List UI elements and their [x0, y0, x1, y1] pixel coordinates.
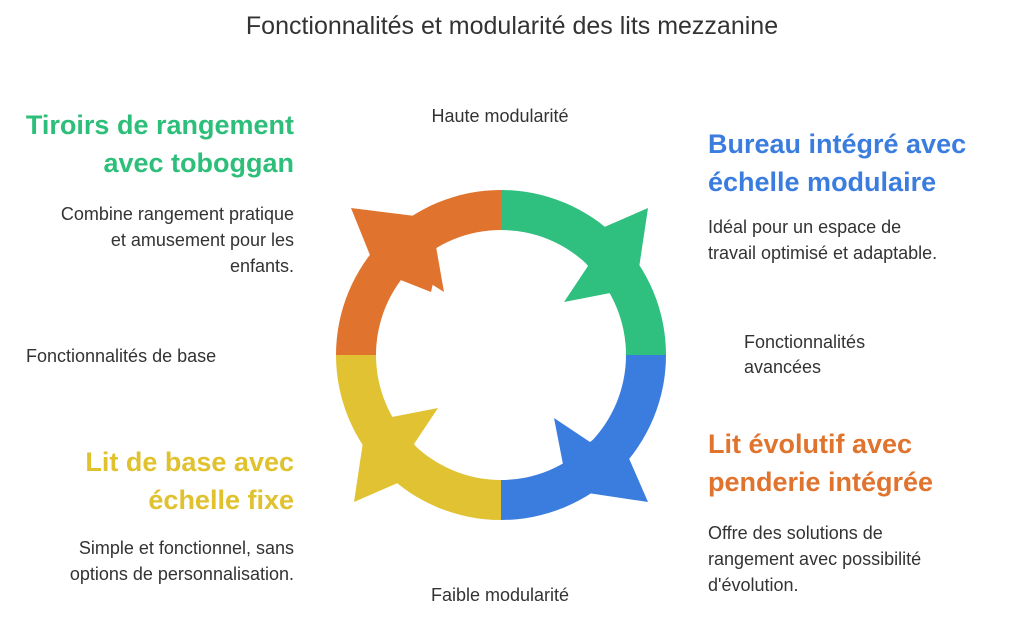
quadrant-top-right-title-line1: Bureau intégré avec — [708, 129, 967, 159]
quadrant-top-left-desc-line3: enfants. — [229, 256, 294, 276]
quadrant-bottom-left-description: Simple et fonctionnel, sans options de p… — [0, 535, 294, 587]
quadrant-top-left-title: Tiroirs de rangement avec toboggan — [0, 106, 294, 182]
axis-label-right-line1: Fonctionnalités — [744, 332, 866, 352]
quadrant-top-right-description: Idéal pour un espace de travail optimisé… — [708, 214, 1008, 266]
quadrant-bottom-right-desc-line1: Offre des solutions de — [708, 523, 883, 543]
quadrant-top-right-title: Bureau intégré avec échelle modulaire — [708, 125, 1018, 201]
quadrant-top-left-desc-line2: et amusement pour les — [110, 230, 294, 250]
quadrant-bottom-left-title-line2: échelle fixe — [148, 485, 294, 515]
quadrant-bottom-right-desc-line3: d'évolution. — [708, 575, 799, 595]
quadrant-bottom-left-title: Lit de base avec échelle fixe — [0, 443, 294, 519]
quadrant-bottom-left-desc-line1: Simple et fonctionnel, sans — [78, 538, 294, 558]
quadrant-top-left-desc-line1: Combine rangement pratique — [60, 204, 294, 224]
quadrant-top-left-title-line1: Tiroirs de rangement — [25, 110, 294, 140]
cycle-arc-bottom-left — [336, 355, 501, 520]
quadrant-bottom-right-title-line2: penderie intégrée — [708, 467, 934, 497]
quadrant-top-right-title-line2: échelle modulaire — [708, 167, 937, 197]
quadrant-top-right-desc-line1: Idéal pour un espace de — [708, 217, 902, 237]
diagram-title: Fonctionnalités et modularité des lits m… — [245, 12, 779, 40]
cycle-arc-top-left — [336, 190, 501, 355]
quadrant-bottom-right-desc-line2: rangement avec possibilité — [708, 549, 922, 569]
cycle-arrow-bottom-left-head — [354, 408, 438, 502]
cycle-arrow-top-right-head — [564, 208, 648, 302]
cycle-arrow-top-left-head — [351, 208, 444, 292]
axis-label-top: Haute modularité — [431, 106, 569, 126]
axis-label-right: Fonctionnalités avancées — [744, 330, 865, 380]
quadrant-bottom-right-title: Lit évolutif avec penderie intégrée — [708, 425, 1018, 501]
axis-label-right-line2: avancées — [744, 357, 822, 377]
quadrant-top-left-title-line2: avec toboggan — [103, 148, 294, 178]
axis-label-left: Fonctionnalités de base — [26, 346, 217, 366]
cycle-arc-top-right — [501, 190, 666, 355]
axis-label-bottom: Faible modularité — [430, 585, 570, 605]
cycle-arc-bottom-right — [501, 355, 666, 520]
cycle-arrow-bottom-right-head — [554, 418, 648, 502]
quadrant-bottom-right-description: Offre des solutions de rangement avec po… — [708, 520, 1008, 598]
quadrant-bottom-right-title-line1: Lit évolutif avec — [708, 429, 913, 459]
quadrant-bottom-left-title-line1: Lit de base avec — [85, 447, 294, 477]
quadrant-bottom-left-desc-line2: options de personnalisation. — [69, 564, 294, 584]
cycle-diagram — [336, 190, 666, 520]
quadrant-top-left-description: Combine rangement pratique et amusement … — [0, 201, 294, 279]
quadrant-top-right-desc-line2: travail optimisé et adaptable. — [708, 243, 938, 263]
